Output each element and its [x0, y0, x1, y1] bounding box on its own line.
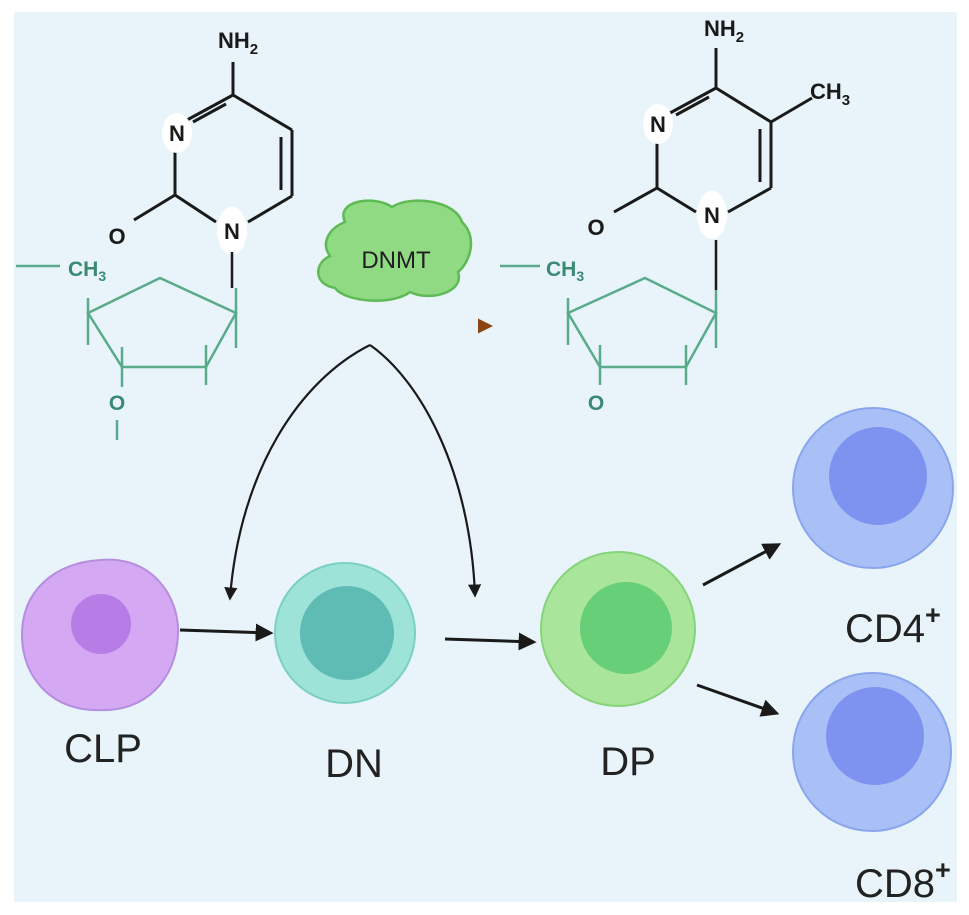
ring-methyl-group: CH3: [810, 79, 850, 109]
cytosine-molecule: N N O NH2 CH3 O: [16, 28, 294, 440]
label-dp: DP: [600, 740, 656, 784]
sugar-oxygen: O: [588, 392, 604, 415]
amine-group: NH2: [218, 28, 258, 58]
amine-group: NH2: [704, 16, 744, 46]
cell-clp: [20, 558, 180, 712]
carbonyl-oxygen: O: [587, 215, 604, 240]
ring-nitrogen-bottom: N: [704, 203, 720, 228]
carbonyl-oxygen: O: [108, 224, 125, 249]
sugar-methyl: CH3: [546, 258, 584, 284]
nitrogen-highlight: [217, 207, 247, 255]
cell-cd4: [792, 407, 954, 569]
nitrogen-highlight: [162, 113, 192, 153]
cell-dp: [540, 551, 696, 707]
deoxyribose-sugar: [16, 264, 238, 440]
sugar-oxygen: O: [109, 392, 125, 415]
arrow-clp-to-dn: [179, 623, 274, 642]
cytosine-ring: [133, 62, 294, 224]
arrow-dp-to-cd4: [702, 543, 782, 587]
enzyme-label: DNMT: [361, 247, 431, 274]
cell-cd8: [792, 672, 952, 832]
curved-arrow-to-clp-dn: [224, 344, 371, 601]
sugar-methyl: CH3: [68, 258, 106, 284]
label-cd8: CD8+: [855, 855, 951, 906]
nitrogen-highlight: [643, 104, 673, 144]
ring-nitrogen-top: N: [169, 121, 185, 146]
label-dn: DN: [325, 742, 383, 786]
cell-dn: [274, 562, 416, 704]
background-panel: [14, 12, 957, 902]
curved-arrow-to-dn-dp: [369, 344, 482, 598]
label-clp: CLP: [64, 727, 142, 771]
blob-shape-icon: [317, 199, 473, 302]
methylcytosine-ring: [613, 48, 813, 214]
deoxyribose-sugar: [500, 264, 718, 385]
arrow-dp-to-cd8: [696, 683, 780, 717]
label-cd4: CD4+: [845, 600, 941, 651]
ring-nitrogen-top: N: [650, 112, 666, 137]
nitrogen-highlight: [697, 191, 727, 239]
arrow-dn-to-dp: [444, 632, 537, 651]
methylcytosine-molecule: N N O NH2 CH3 CH3 O: [500, 16, 850, 415]
ring-nitrogen-bottom: N: [224, 219, 240, 244]
